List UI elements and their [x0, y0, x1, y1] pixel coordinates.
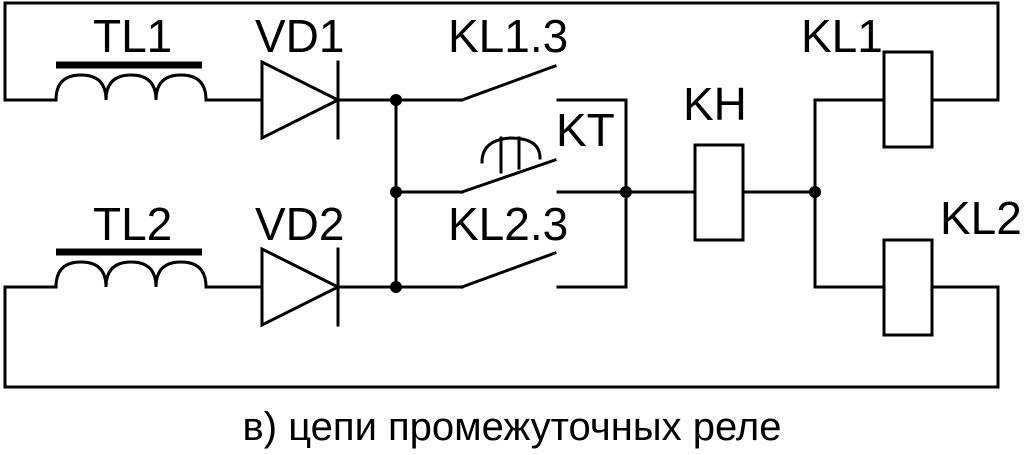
relay-coil-kl1 [882, 50, 934, 149]
contact-kl13 [460, 64, 628, 194]
label-vd1: VD1 [255, 10, 344, 62]
diode-vd1 [260, 59, 342, 141]
label-kl2: KL2 [940, 192, 1022, 244]
relay-coil-kh [693, 143, 745, 242]
transformer-tl2 [54, 248, 208, 288]
label-kl1: KL1 [801, 10, 883, 62]
diagram-caption: в) цепи промежуточных реле [243, 405, 782, 449]
label-kh: KH [683, 78, 747, 130]
label-vd2: VD2 [255, 198, 344, 250]
transformer-tl1 [54, 61, 208, 101]
outer-top-wire [3, 1, 1000, 102]
label-tl2: TL2 [93, 198, 172, 250]
junction-dot [390, 281, 402, 293]
outer-bottom-wire [3, 285, 1000, 389]
diode-vd2 [260, 246, 342, 328]
label-kl13: KL1.3 [448, 10, 568, 62]
junction-dot [390, 186, 402, 198]
wire-kl-bus [813, 98, 886, 289]
junction-dot [390, 94, 402, 106]
relay-coil-kl2 [882, 238, 934, 337]
label-kl23: KL2.3 [448, 198, 568, 250]
junction-dot [620, 186, 632, 198]
label-kt: KT [556, 104, 615, 156]
label-tl1: TL1 [93, 10, 172, 62]
contact-kl23 [460, 190, 628, 289]
